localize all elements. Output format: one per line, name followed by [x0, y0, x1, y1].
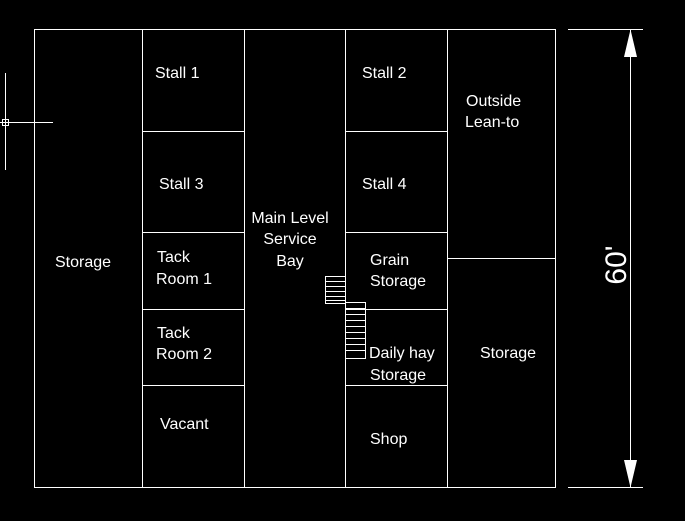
room-label-service-bay: Main Level — [251, 210, 328, 227]
room-label-grain-storage: Grain — [370, 252, 409, 269]
room-label-service-bay: Bay — [276, 253, 304, 270]
room-label-grain-storage: Storage — [370, 273, 426, 290]
room-label-tack-room-1: Room 1 — [156, 271, 212, 288]
room-label-daily-hay-storage: Storage — [370, 367, 426, 384]
dimension-line — [568, 29, 643, 488]
room-label-shop: Shop — [370, 431, 407, 448]
room-label-tack-room-2: Room 2 — [156, 346, 212, 363]
stairs-lower — [345, 302, 366, 359]
room-label-tack-room-2: Tack — [157, 325, 191, 342]
dimension-label: 60' — [600, 245, 633, 284]
room-label-tack-room-1: Tack — [157, 249, 191, 266]
room-label-stall-4: Stall 4 — [362, 176, 407, 193]
stairs-upper — [325, 276, 346, 304]
room-label-storage-right: Storage — [480, 345, 536, 362]
room-label-service-bay: Service — [263, 231, 316, 248]
room-label-stall-1: Stall 1 — [155, 65, 200, 82]
room-label-stall-3: Stall 3 — [159, 176, 204, 193]
room-label-stall-2: Stall 2 — [362, 65, 407, 82]
room-label-outside-lean-to: Lean-to — [465, 114, 519, 131]
room-label-vacant: Vacant — [160, 416, 209, 433]
crosshair-cursor-icon — [0, 73, 53, 170]
room-label-outside-lean-to: Outside — [466, 93, 521, 110]
room-label-storage-left: Storage — [55, 254, 111, 271]
room-label-daily-hay-storage: Daily hay — [369, 345, 435, 362]
